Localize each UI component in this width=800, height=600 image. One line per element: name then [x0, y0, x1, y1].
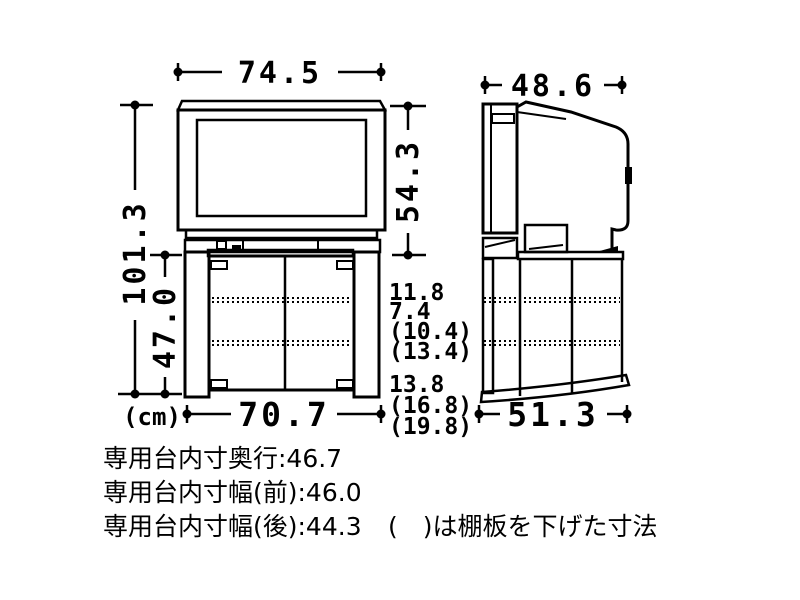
note-inner-depth: 専用台内寸奥行:46.7	[103, 444, 342, 473]
cabinet-top-band	[183, 238, 382, 254]
tv-body	[176, 108, 387, 232]
cabinet-curved-base	[479, 373, 631, 404]
shelf-dim-lower-2: (16.8)	[389, 393, 472, 419]
shelf-lines-side	[484, 297, 620, 346]
shelf-dimension-column: 11.8 7.4 (10.4) (13.4) 13.8 (16.8) (19.8…	[389, 280, 472, 440]
indicator-lamp	[232, 245, 241, 251]
dim-label-cabinet-height: 47.0	[148, 285, 183, 369]
cabinet-front	[183, 238, 382, 399]
shelf-dim-lower-1: 13.8	[389, 372, 444, 398]
shelf-dim-upper-4: (13.4)	[389, 339, 472, 365]
dim-label-width-top: 74.5	[238, 56, 322, 91]
shelf-dim-upper-1: 11.8	[389, 280, 444, 306]
dimensions: 74.5 48.6 101.3 47.0	[118, 56, 632, 440]
dim-label-width-bottom: 70.7	[238, 395, 329, 434]
tv-back-foot	[596, 246, 618, 252]
tv-front-bezel	[481, 102, 519, 235]
cabinet-door-edge-side	[481, 257, 495, 395]
power-button	[216, 240, 227, 250]
dim-label-depth-top: 48.6	[511, 69, 595, 104]
shelf-dim-upper-3: (10.4)	[389, 319, 472, 345]
note-inner-width-front: 専用台内寸幅(前):46.0	[103, 478, 362, 507]
speaker-grille	[491, 113, 515, 124]
cabinet-side	[479, 250, 631, 404]
note-inner-width-rear: 専用台内寸幅(後):44.3	[103, 512, 362, 541]
door-handle-bottom-left	[210, 379, 228, 389]
dim-total-height: 101.3	[118, 100, 182, 399]
note-parentheses-legend: ( )は棚板を下げた寸法	[388, 512, 658, 541]
cabinet-right-panel	[352, 250, 381, 399]
dim-side-depth-top: 48.6	[480, 69, 627, 104]
cabinet-top-board-side	[516, 250, 625, 261]
tv-bottom-strip	[184, 228, 379, 240]
cabinet-left-panel	[183, 250, 211, 399]
tv-screen	[195, 118, 368, 218]
side-view	[479, 100, 632, 404]
door-handle-top-right	[336, 260, 354, 270]
shelf-dim-upper-2: 7.4	[389, 299, 431, 325]
front-view	[176, 99, 388, 399]
dim-label-depth-bottom: 51.3	[507, 395, 598, 434]
dim-front-width-top: 74.5	[173, 56, 386, 91]
tv-back-profile	[516, 100, 630, 252]
carry-handle-line	[516, 111, 567, 120]
tv-side	[481, 100, 632, 260]
unit-label: (cm)	[123, 403, 181, 431]
tv-front	[176, 99, 388, 240]
door-handle-bottom-right	[336, 379, 354, 389]
bezel-bottom-block	[481, 236, 519, 260]
shelf-dim-lower-3: (19.8)	[389, 414, 472, 440]
dim-label-total-height: 101.3	[118, 200, 153, 305]
notes-block: 専用台内寸奥行:46.7 専用台内寸幅(前):46.0 専用台内寸幅(後):44…	[103, 444, 658, 541]
shelf-lines-front	[212, 297, 351, 346]
door-handle-top-left	[210, 260, 228, 270]
dim-label-tv-height: 54.3	[391, 139, 426, 223]
dim-side-depth-bottom: 51.3	[474, 395, 632, 434]
dim-tv-height: 54.3	[390, 101, 426, 260]
dim-front-width-bottom: 70.7	[182, 395, 386, 434]
terminal-cover	[625, 167, 632, 184]
dim-cabinet-height: 47.0	[148, 250, 183, 399]
cabinet-doors	[207, 254, 356, 392]
